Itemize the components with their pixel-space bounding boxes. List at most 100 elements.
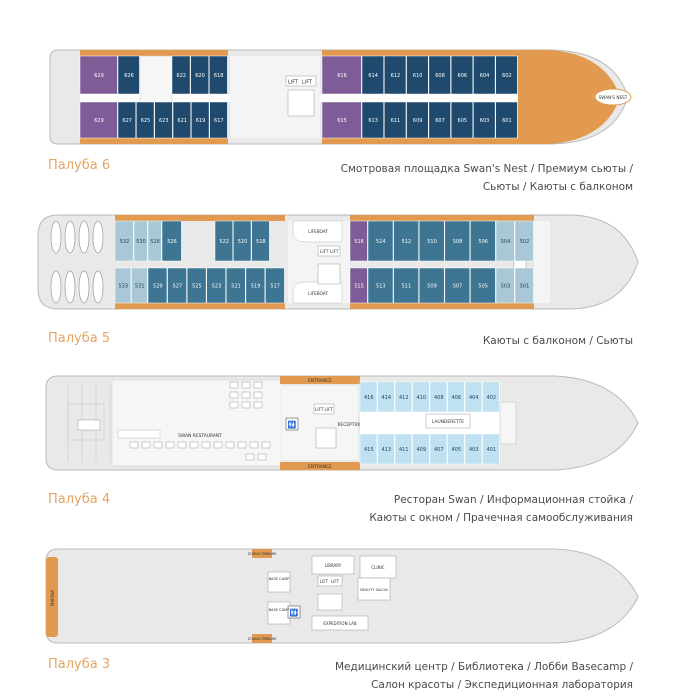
cabin-number: 529 <box>153 284 163 290</box>
deck-3-lift-1-label: LIFT <box>320 579 329 584</box>
cabin-523 <box>206 267 226 304</box>
cabin-number: 609 <box>413 118 423 124</box>
deck-6-desc-line-1: Смотровая площадка Swan's Nest / Премиум… <box>340 163 633 175</box>
cabin-604 <box>473 55 496 95</box>
cabin-601 <box>495 101 518 139</box>
deck-6-swans-nest <box>594 88 632 106</box>
cabin-502 <box>514 220 534 262</box>
cabin-number: 620 <box>195 73 205 79</box>
cabin-409 <box>412 433 430 465</box>
cabin-518 <box>251 220 270 262</box>
deck-6-lift-1 <box>285 75 317 87</box>
cabin-number: 612 <box>391 73 401 79</box>
cabin-number: 619 <box>196 118 206 124</box>
cabin-number: 503 <box>501 284 511 290</box>
cabin-520 <box>233 220 252 262</box>
deck-6-balcony-bottom-fwd <box>322 138 518 144</box>
deck-6-lift-2-label: LIFT <box>302 80 313 86</box>
cabin-521 <box>226 267 246 304</box>
cabin-number: 508 <box>453 239 463 245</box>
cabin-number: 403 <box>469 447 479 453</box>
cabin-608 <box>428 55 451 95</box>
cabin-number: 629 <box>94 73 104 79</box>
deck-3-marina <box>46 557 58 637</box>
cabin-number: 505 <box>478 284 488 290</box>
cabin-number: 518 <box>256 239 266 245</box>
deck-3-title: Палуба 3 <box>48 657 111 672</box>
cabin-516 <box>349 220 368 262</box>
cabin-618 <box>209 55 228 95</box>
cabin-621 <box>172 101 191 139</box>
deck-5-tender-boats <box>50 220 104 304</box>
deck-4-launderette-label: LAUNDERETTE <box>432 419 464 425</box>
cabin-603 <box>473 101 496 139</box>
deck-3-zodiac-top-label: ZODIAC EMBARK <box>248 552 277 556</box>
cabin-531 <box>131 267 148 304</box>
cabin-401 <box>482 433 500 465</box>
cabin-404 <box>464 381 483 413</box>
cabin-number: 510 <box>427 239 437 245</box>
cabin-407 <box>429 433 448 465</box>
deck-4-buffet <box>117 429 161 439</box>
cabin-number: 515 <box>354 284 364 290</box>
cabin-622 <box>171 55 191 95</box>
cabin-612 <box>384 55 407 95</box>
cabin-527 <box>167 267 187 304</box>
deck-6-staircase <box>287 89 315 117</box>
deck-3-zodiac-top <box>252 549 272 558</box>
cabin-number: 407 <box>434 447 444 453</box>
cabin-526 <box>161 220 182 262</box>
deck-3-marina-label: MARINA <box>50 590 55 606</box>
cabin-number: 413 <box>381 447 391 453</box>
cabin-506 <box>470 220 496 262</box>
cabin-number: 522 <box>219 239 229 245</box>
deck-6-swans-nest-label: SWAN'S NEST <box>599 95 628 100</box>
deck-5-staircase <box>317 263 341 285</box>
deck-6-balcony-top-fwd <box>322 50 518 56</box>
cabin-611 <box>384 101 407 139</box>
deck-6-swans-nest-deck <box>518 50 620 144</box>
cabin-533 <box>114 267 132 304</box>
cabin-number: 613 <box>368 118 378 124</box>
deck-4-staircase <box>315 427 337 449</box>
cabin-629 <box>79 55 118 95</box>
cabin-number: 604 <box>480 73 490 79</box>
cabin-number: 410 <box>416 395 426 401</box>
cabin-515 <box>349 267 368 304</box>
deck-4-bow-stair <box>499 401 517 445</box>
cabin-416 <box>359 381 378 413</box>
deck-4-entrance-bottom-label: ENTRANCE <box>308 464 332 470</box>
cabin-number: 404 <box>469 395 479 401</box>
deck-4-restaurant <box>111 379 283 467</box>
cabin-number: 614 <box>368 73 378 79</box>
cabin-number: 528 <box>150 239 160 245</box>
cabin-414 <box>377 381 395 413</box>
deck-3-base-camp-2-label: BASE CAMP <box>269 608 291 612</box>
deck-4-lift <box>313 403 335 415</box>
cabin-519 <box>245 267 266 304</box>
cabin-number: 409 <box>416 447 426 453</box>
cabin-number: 610 <box>413 73 423 79</box>
cabin-number: 525 <box>192 284 202 290</box>
deck-5-bow-area <box>534 221 550 303</box>
cabin-number: 519 <box>251 284 261 290</box>
cabin-517 <box>265 267 285 304</box>
cabin-number: 501 <box>520 284 530 290</box>
cabin-number: 406 <box>451 395 461 401</box>
cabin-number: 512 <box>402 239 412 245</box>
cabin-number: 531 <box>135 284 145 290</box>
cabin-508 <box>444 220 471 262</box>
deck-4-restaurant-label: SWAN RESTAURANT <box>178 433 222 439</box>
cabin-number: 411 <box>399 447 409 453</box>
cabin-number: 502 <box>520 239 530 245</box>
deck-4-restroom-glyph: 🚻 <box>288 420 297 429</box>
deck-4-restaurant-tables <box>129 381 271 461</box>
cabin-number: 623 <box>159 118 169 124</box>
cabin-614 <box>361 55 384 95</box>
deck-3-library <box>311 555 355 575</box>
cabin-528 <box>147 220 162 262</box>
cabin-number: 532 <box>120 239 130 245</box>
cabin-number: 603 <box>480 118 490 124</box>
